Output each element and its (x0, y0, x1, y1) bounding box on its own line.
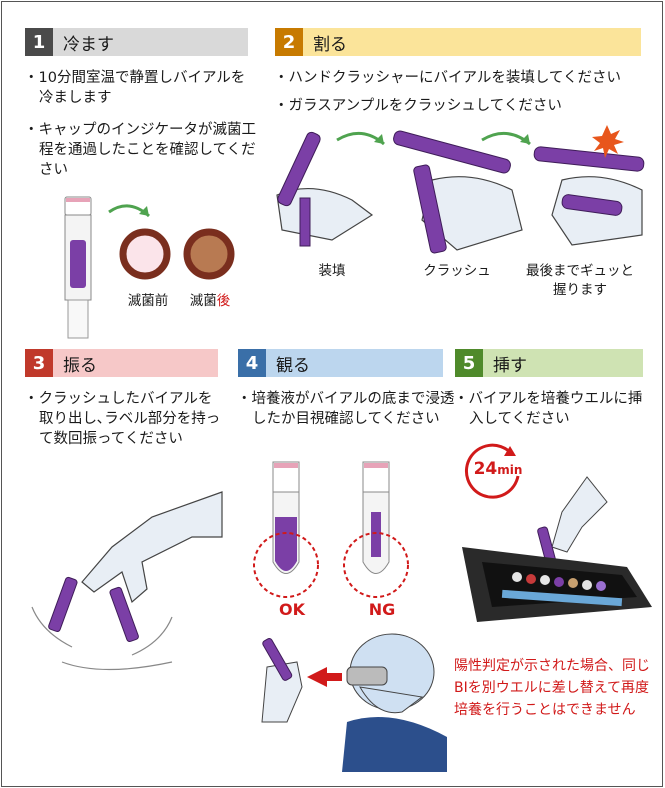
step5-header: 5 挿す (455, 349, 643, 377)
step1-bullet-1: 10分間室温で静置しバイアルを冷まします (24, 68, 256, 108)
indicator-before-icon (119, 228, 171, 280)
label-after: 滅菌後 (182, 292, 238, 311)
label-crush: クラッシュ (423, 263, 491, 279)
incubator-illustration (462, 476, 652, 622)
step2-number: 2 (275, 28, 303, 56)
label-ok: OK (279, 600, 305, 619)
step2-header: 2 割る (275, 28, 641, 56)
well-row-icon (512, 572, 606, 591)
warning-text: 陽性判定が示された場合、同じBIを別ウエルに差し替えて再度培養を行うことはできま… (454, 658, 650, 718)
bi-vial-icon (64, 196, 92, 339)
label-load: 装填 (318, 263, 346, 279)
vial-ok-icon (253, 461, 319, 598)
step2-title: 割る (313, 34, 347, 55)
step2-bullet-2: ガラスアンプルをクラッシュしてください (274, 96, 654, 116)
timer-value: 24 (473, 459, 498, 479)
label-grip: 最後までギュッと握ります (526, 263, 634, 298)
step1-illustration (64, 196, 235, 339)
crusher-grip-icon (533, 125, 645, 246)
gaze-arrow-icon (307, 667, 342, 687)
step5-bullet-1: バイアルを培養ウエルに挿入してください (454, 389, 654, 429)
step5-number: 5 (455, 349, 483, 377)
shaking-vial-icon (48, 576, 139, 643)
step3-title: 振る (63, 355, 97, 376)
crusher-load-icon (276, 131, 374, 247)
step2-bullet-1: ハンドクラッシャーにバイアルを装填してください (274, 68, 654, 88)
step4-title: 観る (276, 355, 310, 376)
person-icon (342, 633, 447, 772)
motion-lines-icon (31, 606, 173, 671)
step1-number: 1 (25, 28, 53, 56)
step4-illustration (253, 461, 409, 598)
step3-illustration (31, 491, 223, 671)
step1-bullet-2: キャップのインジケータが滅菌工程を通過したことを確認してください (24, 120, 257, 180)
step4-bullet-1: 培養液がバイアルの底まで浸透したか目視確認してください (237, 389, 462, 429)
label-after-text: 滅菌 (189, 293, 217, 309)
step3-bullet-1: クラッシュしたバイアルを取り出し､ラベル部分を持って数回振ってください (24, 389, 224, 449)
step3-number: 3 (25, 349, 53, 377)
glove-hand-icon (81, 491, 223, 604)
vial-ng-icon (343, 461, 409, 598)
inspector-illustration (261, 633, 447, 772)
label-after-accent: 後 (216, 293, 231, 309)
step5-title: 挿す (493, 355, 527, 376)
hand-holding-vial-icon (261, 638, 303, 723)
burst-icon (592, 125, 624, 158)
timer-icon (465, 443, 520, 499)
crusher-crush-icon (393, 130, 523, 254)
timer-label: 24min (468, 460, 528, 480)
step2-illustration (276, 125, 645, 254)
indicator-after-icon (183, 228, 235, 280)
step4-header: 4 観る (238, 349, 443, 377)
label-before: 滅菌前 (127, 293, 169, 309)
step1-header: 1 冷ます (25, 28, 248, 56)
glove-hand-icon (551, 476, 608, 553)
timer-unit: min (497, 463, 523, 477)
step1-title: 冷ます (63, 34, 114, 55)
step4-number: 4 (238, 349, 266, 377)
label-ng: NG (368, 600, 396, 619)
step3-header: 3 振る (25, 349, 218, 377)
